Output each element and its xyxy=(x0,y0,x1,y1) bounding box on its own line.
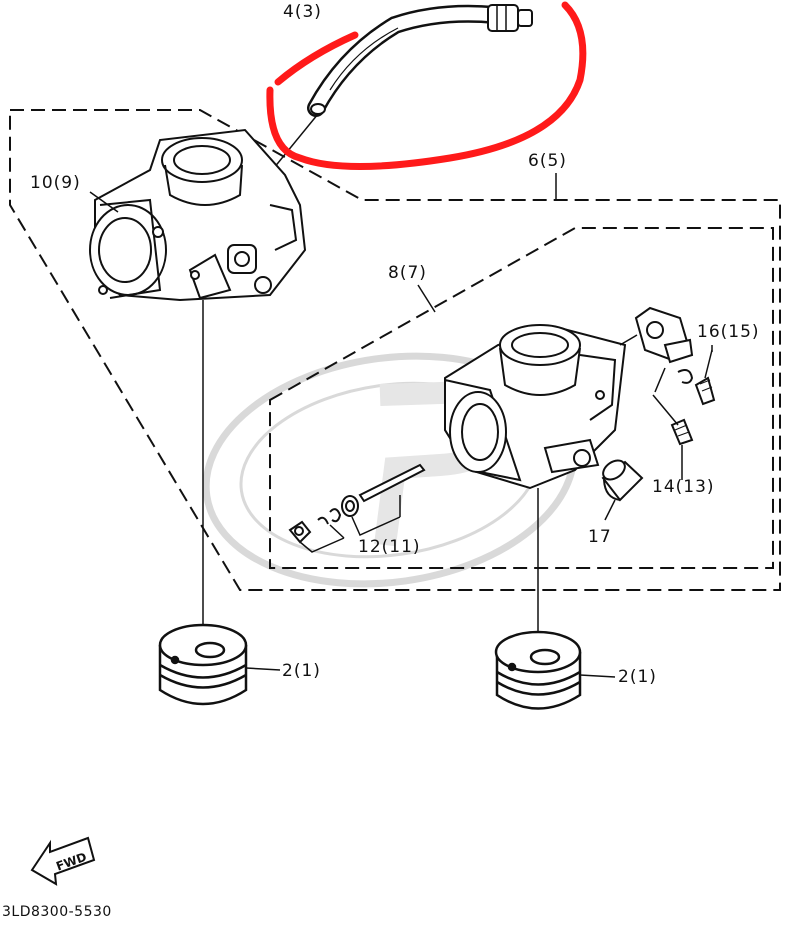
highlight-circle xyxy=(266,1,587,170)
label-joint-right: 2(1) xyxy=(618,667,657,687)
screw-14-part xyxy=(670,418,694,446)
hose-part xyxy=(259,4,533,186)
label-cap-17: 17 xyxy=(588,527,612,547)
carburetor-right-drawing xyxy=(444,324,627,490)
label-joint-left: 2(1) xyxy=(282,661,321,681)
needle-set-part xyxy=(288,463,426,544)
throttle-sensor-part xyxy=(619,306,694,364)
carb-joint-right xyxy=(494,630,582,710)
label-needle-12: 12(11) xyxy=(358,537,421,557)
cap-17-part xyxy=(601,459,644,502)
forward-arrow-icon: FWD xyxy=(30,836,96,886)
drawing-code: 3LD8300-5530 xyxy=(2,904,112,920)
label-carb-assy-group: 6(5) xyxy=(528,151,567,171)
carb-joint-left xyxy=(158,623,248,706)
group-boundary-outer xyxy=(9,109,781,591)
label-carb-assy-left: 10(9) xyxy=(30,173,81,193)
screw-16-part xyxy=(694,376,716,406)
label-screw-14: 14(13) xyxy=(652,477,715,497)
group-boundary-inner xyxy=(269,227,774,569)
label-hose: 4(3) xyxy=(283,2,322,22)
label-carb-right: 8(7) xyxy=(388,263,427,283)
label-screw-16: 16(15) xyxy=(697,322,760,342)
clip-part xyxy=(677,369,694,384)
carburetor-left-drawing xyxy=(89,128,307,302)
